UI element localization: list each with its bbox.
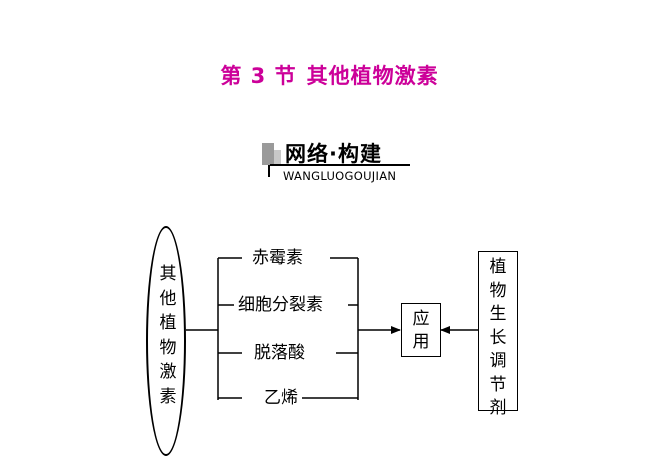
- diagram-connectors: [186, 257, 478, 400]
- root-label-char: 其: [159, 264, 177, 284]
- apply-label: 应 用: [411, 308, 431, 354]
- apply-box: 应 用: [401, 303, 441, 357]
- banner-underline: [270, 164, 410, 166]
- regulator-label-char: 物: [489, 280, 507, 301]
- banner-logo-tick: [268, 165, 270, 177]
- regulator-label-char: 植: [489, 257, 507, 277]
- regulator-label-char: 生: [489, 304, 507, 324]
- section-number: 第 3 节: [220, 64, 297, 88]
- root-label-char: 他: [159, 288, 177, 309]
- banner-logo-block: [262, 143, 274, 165]
- regulator-label-char: 调: [489, 351, 507, 371]
- apply-label-char: 用: [412, 332, 430, 352]
- apply-label-char: 应: [412, 309, 430, 329]
- regulator-label-char: 节: [489, 374, 507, 395]
- branch-gibberellin: 赤霉素: [248, 248, 307, 268]
- section-title: 第 3 节其他植物激素: [0, 60, 659, 90]
- root-label-char: 素: [159, 386, 177, 407]
- banner-pinyin: WANGLUOGOUJIAN: [283, 169, 397, 183]
- branch-abscisic-acid: 脱落酸: [250, 343, 309, 363]
- banner-logo-block: [274, 150, 281, 165]
- root-label-char: 植: [159, 313, 177, 333]
- branch-cytokinin: 细胞分裂素: [234, 295, 327, 315]
- branch-ethylene: 乙烯: [260, 388, 302, 408]
- regulator-box: 植 物 生 长 调 节 剂: [478, 251, 518, 418]
- regulator-label-char: 长: [489, 327, 507, 348]
- section-name: 其他植物激素: [306, 64, 439, 88]
- regulator-label-char: 剂: [489, 398, 507, 418]
- banner-heading: 网络·构建: [285, 142, 382, 166]
- regulator-label: 植 物 生 长 调 节 剂: [488, 256, 508, 421]
- root-label-char: 激: [159, 362, 177, 382]
- root-label-char: 物: [159, 337, 177, 358]
- root-label: 其 他 植 物 激 素: [158, 262, 178, 409]
